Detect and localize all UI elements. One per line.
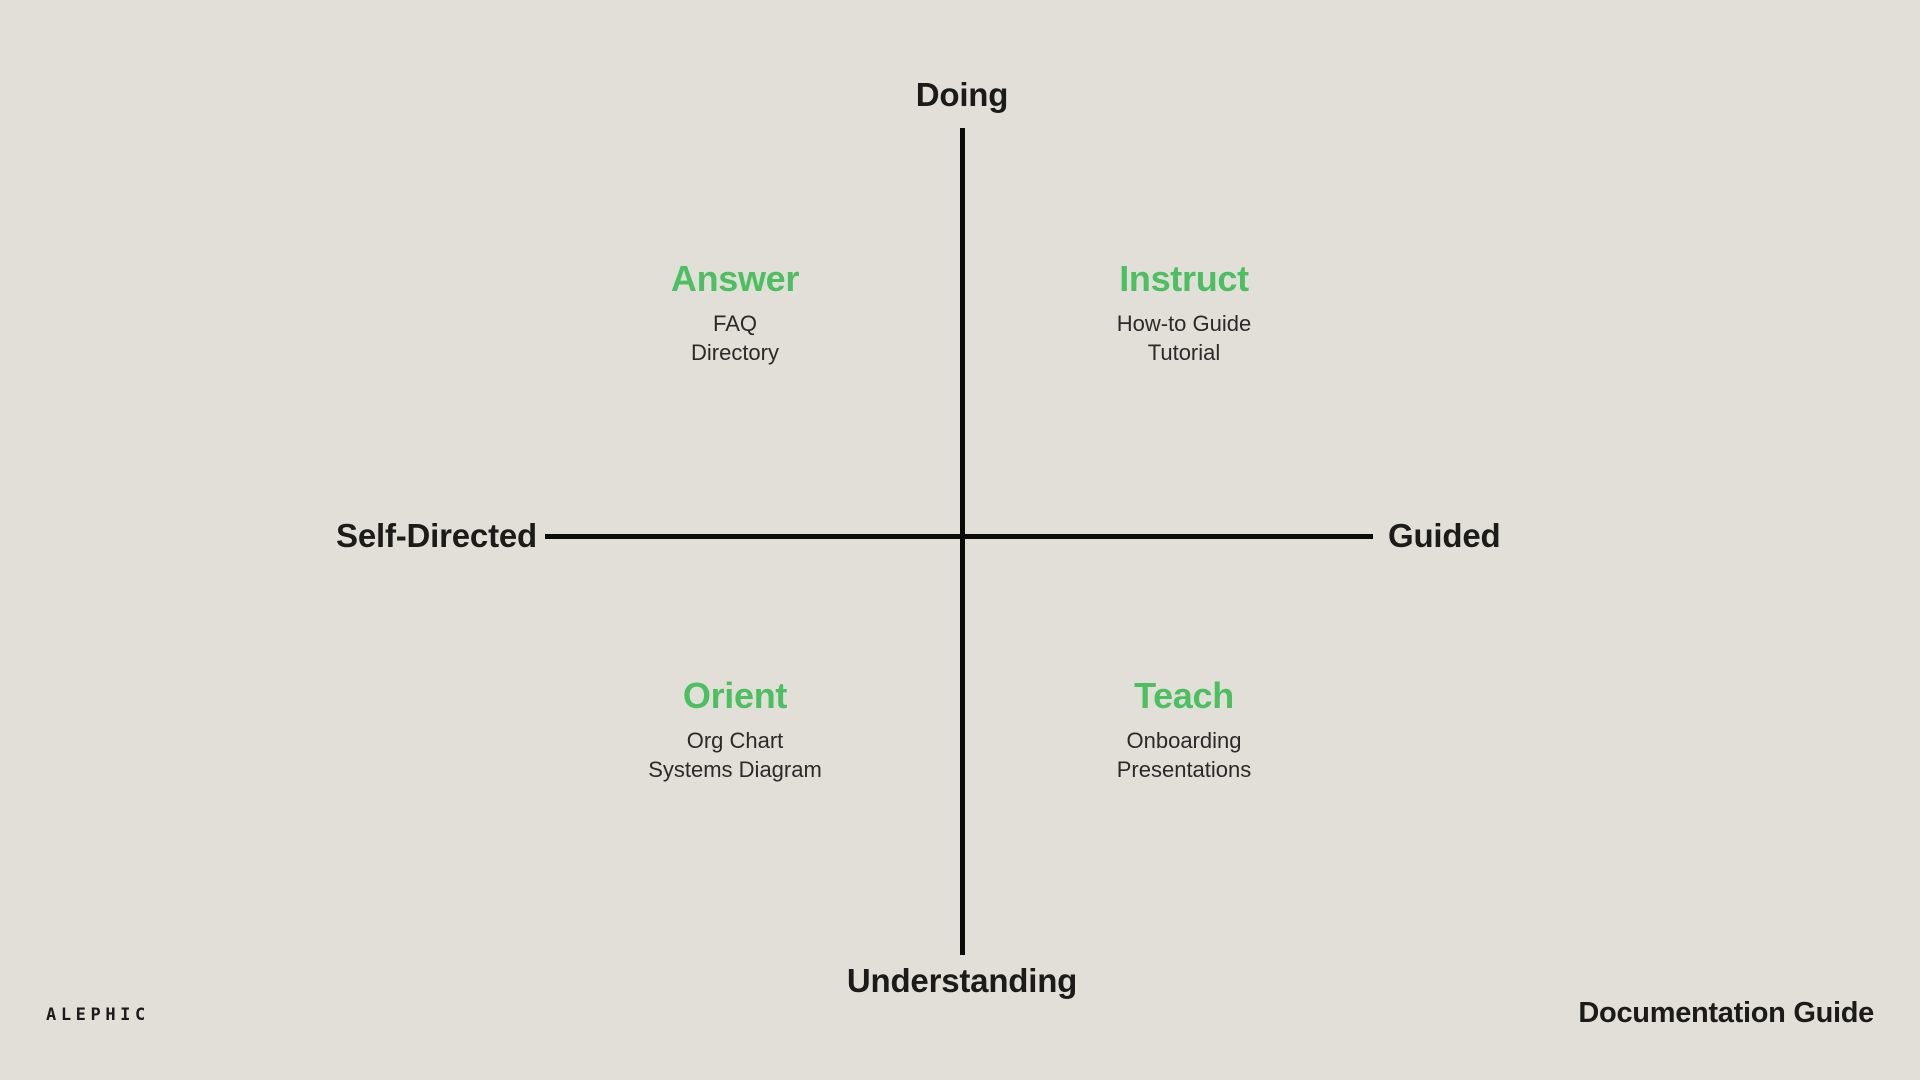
axis-label-bottom-text: Understanding — [846, 962, 1078, 999]
quadrant-instruct-title: Instruct — [1119, 258, 1249, 299]
quadrant-teach-item: Onboarding — [1126, 728, 1242, 753]
quadrant-instruct-item: Tutorial — [1147, 340, 1221, 365]
axis-label-top: Doing — [0, 76, 1920, 114]
axis-label-right: Guided — [1388, 517, 1501, 554]
horizontal-axis-line — [545, 534, 1373, 539]
quadrant-teach-items: Onboarding Presentations — [974, 726, 1394, 784]
quadrant-orient-item: Systems Diagram — [648, 757, 822, 782]
vertical-axis-line — [960, 128, 965, 955]
quadrant-answer-items: FAQ Directory — [525, 309, 945, 367]
quadrant-teach-title: Teach — [1134, 675, 1234, 716]
quadrant-answer-item: Directory — [690, 340, 779, 365]
axis-label-left: Self-Directed — [336, 517, 537, 554]
quadrant-answer-title: Answer — [670, 258, 800, 299]
quadrant-orient-item: Org Chart — [686, 728, 784, 753]
quadrant-instruct-items: How-to Guide Tutorial — [974, 309, 1394, 367]
slide-caption: Documentation Guide — [1578, 997, 1874, 1029]
quadrant-answer-item: FAQ — [712, 311, 757, 336]
quadrant-orient-title: Orient — [682, 675, 788, 716]
axis-label-bottom: Understanding — [0, 962, 1920, 1000]
axis-label-top-text: Doing — [915, 76, 1009, 113]
quadrant-instruct-item: How-to Guide — [1116, 311, 1252, 336]
quadrant-orient: Orient Org Chart Systems Diagram — [525, 675, 945, 784]
quadrant-answer: Answer FAQ Directory — [525, 258, 945, 367]
quadrant-teach: Teach Onboarding Presentations — [974, 675, 1394, 784]
brand-wordmark: ALEPHIC — [46, 1005, 150, 1025]
quadrant-instruct: Instruct How-to Guide Tutorial — [974, 258, 1394, 367]
quadrant-orient-items: Org Chart Systems Diagram — [525, 726, 945, 784]
quadrant-teach-item: Presentations — [1116, 757, 1252, 782]
